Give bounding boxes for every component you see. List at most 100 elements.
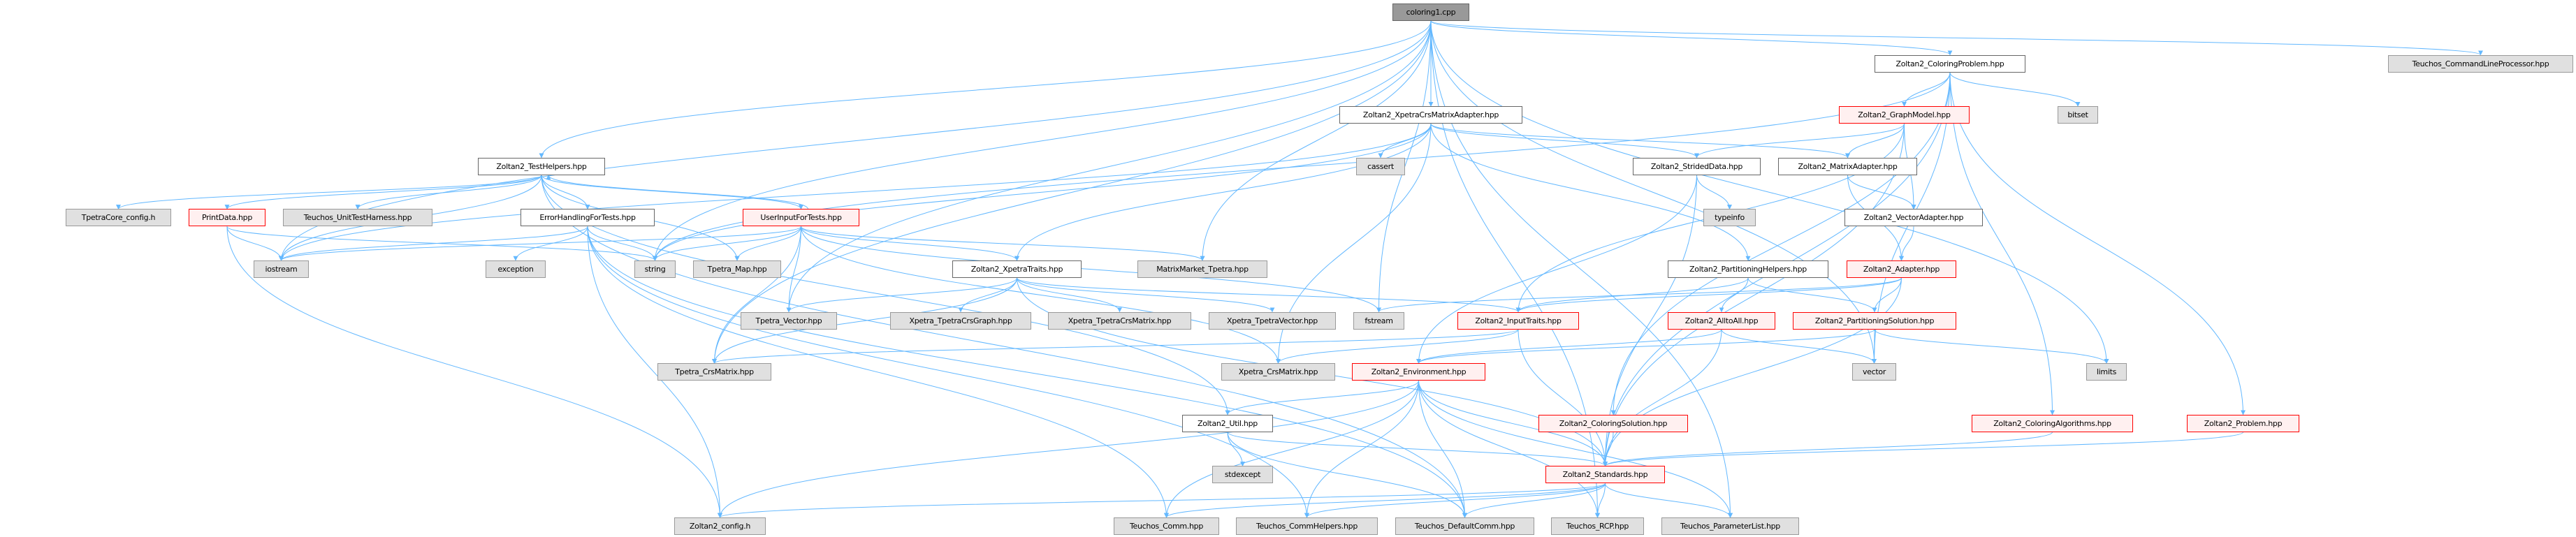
edge-cp-to-ca xyxy=(1949,72,2055,415)
edge-sd-to-typeinfo xyxy=(1696,175,1732,210)
edge-xcma-to-sd xyxy=(1430,123,1699,159)
edge-env-to-tch xyxy=(1304,381,1419,518)
graph-node-mm: MatrixMarket_Tpetra.hpp xyxy=(1137,260,1267,278)
edge-th-to-pd xyxy=(224,175,542,210)
edge-ad-to-ps xyxy=(1872,277,1902,313)
graph-node-gm[interactable]: Zoltan2_GraphModel.hpp xyxy=(1839,106,1970,124)
graph-node-exception: exception xyxy=(486,260,546,278)
edge-prob-to-std xyxy=(1603,432,2243,467)
edge-xcma-to-iostream xyxy=(279,124,1432,261)
graph-node-it[interactable]: Zoltan2_InputTraits.hpp xyxy=(1457,311,1579,330)
edge-cp-to-gm xyxy=(1902,72,1951,107)
graph-node-ui[interactable]: UserInputForTests.hpp xyxy=(743,209,859,227)
graph-node-util[interactable]: Zoltan2_Util.hpp xyxy=(1182,414,1273,432)
edge-xcma-to-string xyxy=(653,124,1432,261)
graph-node-xcm: Xpetra_CrsMatrix.hpp xyxy=(1221,363,1335,381)
graph-node-xtcg: Xpetra_TpetraCrsGraph.hpp xyxy=(890,311,1031,330)
graph-node-eh[interactable]: ErrorHandlingForTests.hpp xyxy=(521,209,655,227)
graph-node-tch: Teuchos_CommHelpers.hpp xyxy=(1236,517,1378,535)
edge-root-to-string xyxy=(653,20,1432,261)
graph-node-limits: limits xyxy=(2086,363,2127,381)
edge-pd-to-string xyxy=(226,226,657,261)
edge-env-to-std xyxy=(1418,381,1608,467)
edge-ad-to-it xyxy=(1515,277,1902,313)
graph-node-ps[interactable]: Zoltan2_PartitioningSolution.hpp xyxy=(1793,311,1956,330)
edge-ui-to-tvec xyxy=(786,226,801,313)
graph-node-tvec: Tpetra_Vector.hpp xyxy=(741,311,837,330)
edge-ps-to-limits xyxy=(1874,329,2109,364)
edge-util-to-tdc xyxy=(1227,432,1467,518)
graph-node-a2a[interactable]: Zoltan2_AlltoAll.hpp xyxy=(1668,311,1775,330)
graph-node-va[interactable]: Zoltan2_VectorAdapter.hpp xyxy=(1844,209,1983,227)
graph-node-xt[interactable]: Zoltan2_XpetraTraits.hpp xyxy=(952,260,1082,278)
edge-va-to-ad xyxy=(1899,226,1914,261)
edge-xt-to-tvec xyxy=(786,277,1017,313)
graph-node-prob[interactable]: Zoltan2_Problem.hpp xyxy=(2187,414,2299,432)
edge-std-to-tdc xyxy=(1462,483,1606,518)
edge-xt-to-it xyxy=(1017,277,1521,313)
graph-node-ca[interactable]: Zoltan2_ColoringAlgorithms.hpp xyxy=(1972,414,2133,432)
edge-ca-to-std xyxy=(1603,432,2053,467)
edge-xt-to-tcm xyxy=(712,277,1017,364)
edge-gm-to-std xyxy=(1603,124,1905,467)
graph-node-ad[interactable]: Zoltan2_Adapter.hpp xyxy=(1847,260,1956,278)
graph-node-tcm: Tpetra_CrsMatrix.hpp xyxy=(657,363,771,381)
graph-node-cassert: cassert xyxy=(1356,157,1405,175)
edge-cp-to-prob xyxy=(1949,72,2246,415)
edge-util-to-stdexcept xyxy=(1227,432,1245,467)
edge-root-to-tcm xyxy=(712,20,1432,364)
edge-std-to-tch xyxy=(1304,483,1606,518)
graph-node-cs[interactable]: Zoltan2_ColoringSolution.hpp xyxy=(1538,414,1688,432)
graph-node-th[interactable]: Zoltan2_TestHelpers.hpp xyxy=(478,157,605,175)
graph-node-typeinfo: typeinfo xyxy=(1703,209,1756,227)
edge-xcma-to-ph xyxy=(1430,124,1751,261)
graph-node-root[interactable]: coloring1.cpp xyxy=(1392,3,1469,21)
edge-ui-to-iostream xyxy=(279,226,801,261)
edge-ui-to-xcm xyxy=(801,226,1281,364)
edge-env-to-util xyxy=(1225,381,1419,415)
graph-node-vector: vector xyxy=(1852,363,1896,381)
edge-ph-to-it xyxy=(1515,277,1749,313)
edge-ph-to-a2a xyxy=(1719,277,1749,313)
edge-root-to-mm xyxy=(1200,20,1432,261)
graph-node-std[interactable]: Zoltan2_Standards.hpp xyxy=(1545,466,1665,484)
edge-ui-to-mm xyxy=(801,226,1205,261)
graph-node-tc: Teuchos_Comm.hpp xyxy=(1114,517,1219,535)
edge-gm-to-sd xyxy=(1694,123,1905,159)
graph-node-tdc: Teuchos_DefaultComm.hpp xyxy=(1395,517,1534,535)
graph-node-env[interactable]: Zoltan2_Environment.hpp xyxy=(1352,363,1485,381)
graph-node-xtcm: Xpetra_TpetraCrsMatrix.hpp xyxy=(1048,311,1191,330)
edge-eh-to-tc xyxy=(587,226,1169,518)
graph-node-xcma[interactable]: Zoltan2_XpetraCrsMatrixAdapter.hpp xyxy=(1339,106,1522,124)
edge-th-to-ui xyxy=(541,175,803,210)
edge-xt-to-xtcg xyxy=(958,277,1017,313)
graph-node-pd[interactable]: PrintData.hpp xyxy=(189,209,265,227)
graph-node-sd[interactable]: Zoltan2_StridedData.hpp xyxy=(1633,157,1761,175)
edge-root-to-th xyxy=(539,20,1432,159)
edge-ui-to-xt xyxy=(801,226,1019,261)
edge-xcma-to-ma xyxy=(1430,123,1850,159)
edge-std-to-rcp xyxy=(1595,483,1606,518)
graph-node-zc: Zoltan2_config.h xyxy=(674,517,766,535)
edge-sd-to-std xyxy=(1603,175,1697,467)
edge-th-to-tdc xyxy=(541,175,1467,518)
edge-ui-to-tmap xyxy=(734,226,801,261)
graph-node-ph[interactable]: Zoltan2_PartitioningHelpers.hpp xyxy=(1668,260,1828,278)
graph-node-rcp: Teuchos_RCP.hpp xyxy=(1551,517,1644,535)
graph-node-ma[interactable]: Zoltan2_MatrixAdapter.hpp xyxy=(1778,157,1917,175)
graph-node-cp[interactable]: Zoltan2_ColoringProblem.hpp xyxy=(1875,54,2025,73)
edge-std-to-pl xyxy=(1605,483,1733,518)
edge-eh-to-iostream xyxy=(279,226,588,261)
edge-it-to-tcm xyxy=(712,329,1519,364)
edge-std-to-zc xyxy=(718,483,1606,518)
graph-node-pl: Teuchos_ParameterList.hpp xyxy=(1661,517,1799,535)
edge-root-to-limits xyxy=(1430,20,2109,364)
edge-it-to-xcm xyxy=(1276,329,1519,364)
edge-th-to-eh xyxy=(541,175,590,210)
edge-pd-to-zc xyxy=(226,226,722,518)
edge-env-to-tc xyxy=(1164,381,1419,518)
edge-env-to-rcp xyxy=(1418,381,1600,518)
edge-root-to-tvec xyxy=(786,20,1432,313)
